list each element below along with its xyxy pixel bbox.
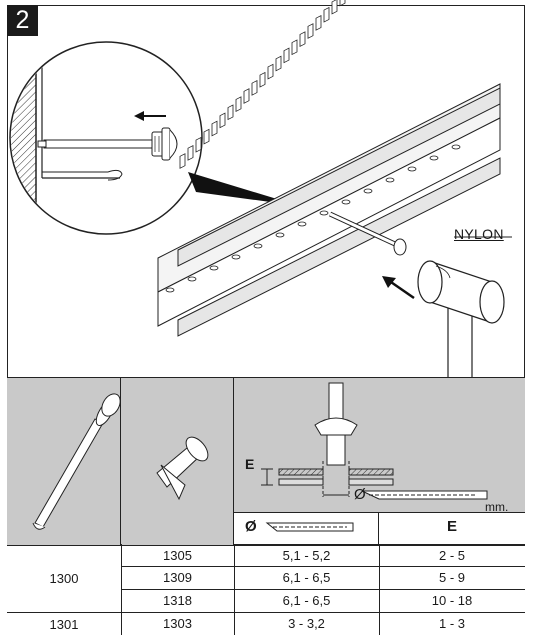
- assembly-illustration: [9, 0, 512, 380]
- short-rivet-icon: [156, 436, 209, 501]
- trunking-tooth: [339, 0, 346, 7]
- trunking-tooth: [243, 88, 250, 104]
- trunking-slot: [363, 188, 373, 194]
- trunking-slot: [209, 265, 219, 271]
- trunking-slot: [341, 199, 351, 205]
- trunking-tooth: [315, 14, 322, 31]
- trunking-tooth: [331, 0, 338, 15]
- table-body: [7, 545, 525, 636]
- header-diagram-cell: [234, 378, 525, 513]
- e-column-header: E: [446, 518, 457, 535]
- diameter-cell: 5,1 - 5,2: [282, 548, 331, 563]
- trunking-slot: [253, 243, 263, 249]
- header-rivet-cell: [7, 378, 121, 545]
- nylon-label: NYLON: [454, 226, 504, 242]
- e-cell: 1 - 3: [438, 616, 465, 631]
- code-cell: 1309: [163, 570, 192, 585]
- trunking-teeth: [179, 0, 346, 169]
- header-e-cell: [379, 513, 525, 545]
- diameter-cell: 3 - 3,2: [288, 616, 325, 631]
- trunking-tooth: [267, 63, 274, 80]
- diameter-cell: 6,1 - 6,5: [282, 593, 331, 608]
- trunking-slot: [429, 155, 439, 161]
- trunking-tooth: [299, 31, 306, 47]
- trunking-slot: [165, 287, 175, 293]
- trunking-tooth: [195, 136, 202, 153]
- trunking-tooth: [211, 120, 218, 137]
- trunking-slot: [231, 254, 241, 260]
- diameter-column-header: Ø: [245, 518, 257, 535]
- trunking-slot: [407, 166, 417, 172]
- trunking-tooth: [283, 47, 290, 64]
- trunking-tooth: [251, 79, 258, 96]
- e-cell: 2 - 5: [438, 548, 465, 563]
- code-cell: 1305: [163, 548, 192, 563]
- spec-table: [7, 377, 525, 636]
- trunking-tooth: [323, 6, 330, 23]
- dimension-e-label: E: [245, 456, 255, 472]
- e-cell: 10 - 18: [431, 593, 473, 608]
- detail-magnifier: [9, 41, 203, 235]
- group-cell: 1301: [49, 617, 79, 632]
- trunking-tooth: [227, 104, 234, 121]
- trunking-tooth: [235, 96, 242, 113]
- trunking-tooth: [307, 23, 314, 39]
- trunking-tooth: [275, 55, 282, 72]
- nylon-hammer: [417, 236, 512, 380]
- group-cell: 1300: [49, 571, 79, 586]
- unit-label: mm.: [485, 500, 509, 514]
- trunking-tooth: [203, 128, 210, 145]
- long-rivet-icon: [32, 393, 121, 530]
- e-cell: 5 - 9: [438, 570, 465, 585]
- trunking-tooth: [259, 71, 266, 88]
- code-cell: 1318: [163, 593, 192, 608]
- rivet-in-trunking: [328, 211, 407, 256]
- trunking-slots: [165, 144, 461, 293]
- diameter-symbol: Ø: [354, 486, 366, 503]
- trunking-slot: [187, 276, 197, 282]
- trunking-tooth: [219, 112, 226, 129]
- trunking-slot: [275, 232, 285, 238]
- trunking-slot: [451, 144, 461, 150]
- step-number-badge: 2: [7, 5, 38, 36]
- drill-bit-icon: [265, 522, 354, 532]
- trunking-slot: [297, 221, 307, 227]
- trunking-tooth: [291, 39, 298, 56]
- trunking-tooth: [179, 153, 186, 169]
- trunking-tooth: [187, 145, 194, 161]
- data-rows: 1300 1301 1305 5,1 - 5,2 2 - 5 1309 6,1 …: [7, 544, 525, 635]
- header-drawings: [32, 382, 488, 532]
- code-cell: 1303: [163, 616, 192, 631]
- header-rivet2-cell: [121, 378, 234, 545]
- trunking-slot: [319, 210, 329, 216]
- trunking-slot: [385, 177, 395, 183]
- section-diagram: [261, 382, 488, 500]
- diameter-cell: 6,1 - 6,5: [282, 570, 331, 585]
